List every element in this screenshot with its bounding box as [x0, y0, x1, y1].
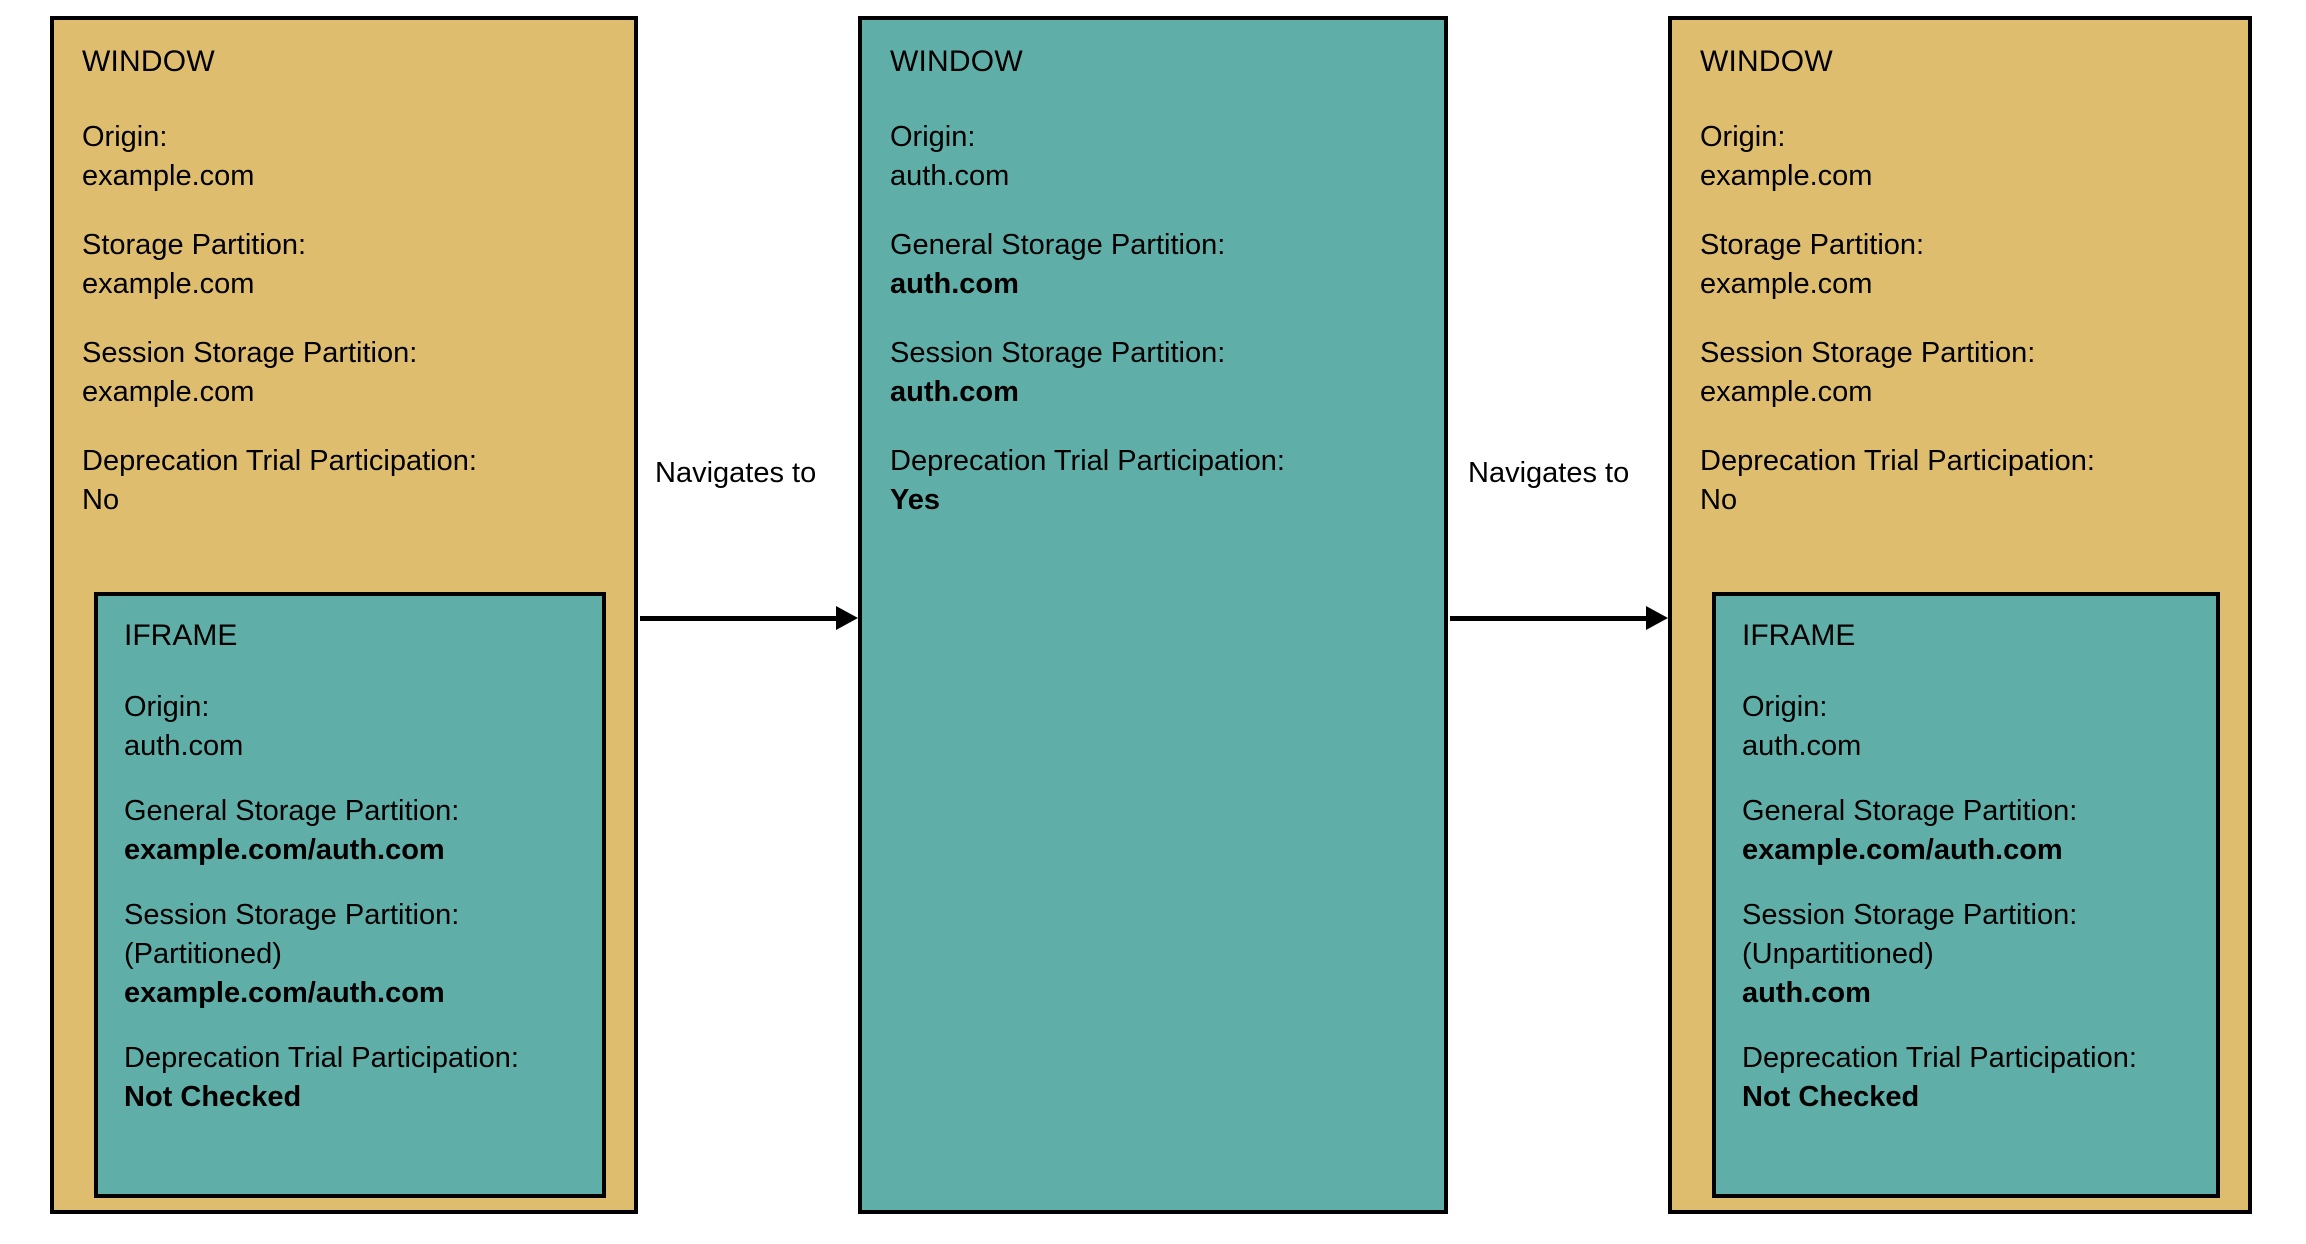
field-sublabel: (Partitioned) [124, 938, 282, 970]
arrow-label-navigates-to-2: Navigates to [1468, 457, 1630, 489]
field-origin: Origin: auth.com [1742, 688, 2206, 766]
field-label: Deprecation Trial Participation: [82, 445, 477, 477]
arrow-shaft [1450, 616, 1648, 621]
field-deprecation-trial-participation: Deprecation Trial Participation: No [1700, 442, 2234, 520]
arrow-panel1-to-panel2 [640, 598, 858, 638]
field-value: example.com [82, 376, 255, 408]
field-label: General Storage Partition: [890, 229, 1226, 261]
iframe-heading-1: IFRAME [124, 619, 238, 652]
field-value: Not Checked [1742, 1081, 1920, 1113]
iframe-fields-3: Origin: auth.com General Storage Partiti… [1742, 688, 2206, 1143]
field-value: example.com/auth.com [124, 834, 445, 866]
field-label: Session Storage Partition: [124, 899, 460, 931]
window-panel-3: WINDOW Origin: example.com Storage Parti… [1668, 16, 2252, 1214]
field-origin: Origin: auth.com [890, 118, 1430, 196]
field-general-storage-partition: General Storage Partition: example.com/a… [1742, 792, 2206, 870]
field-label: Storage Partition: [82, 229, 307, 261]
window-panel-1: WINDOW Origin: example.com Storage Parti… [50, 16, 638, 1214]
field-session-storage-partition: Session Storage Partition: (Partitioned)… [124, 896, 592, 1013]
field-origin: Origin: auth.com [124, 688, 592, 766]
arrow-head-icon [1646, 606, 1668, 630]
field-value: example.com/auth.com [1742, 834, 2063, 866]
field-deprecation-trial-participation: Deprecation Trial Participation: Not Che… [1742, 1039, 2206, 1117]
field-value: Yes [890, 484, 940, 516]
field-label: Session Storage Partition: [890, 337, 1226, 369]
arrow-panel2-to-panel3 [1450, 598, 1668, 638]
field-label: General Storage Partition: [124, 795, 460, 827]
field-general-storage-partition: General Storage Partition: auth.com [890, 226, 1430, 304]
field-label: Origin: [890, 121, 976, 153]
field-session-storage-partition: Session Storage Partition: example.com [1700, 334, 2234, 412]
arrow-shaft [640, 616, 838, 621]
field-label: Deprecation Trial Participation: [124, 1042, 519, 1074]
field-session-storage-partition: Session Storage Partition: auth.com [890, 334, 1430, 412]
field-label: Deprecation Trial Participation: [1742, 1042, 2137, 1074]
field-label: Session Storage Partition: [1700, 337, 2036, 369]
arrow-label-navigates-to-1: Navigates to [655, 457, 817, 489]
field-sublabel: (Unpartitioned) [1742, 938, 1934, 970]
field-deprecation-trial-participation: Deprecation Trial Participation: No [82, 442, 620, 520]
field-value: auth.com [890, 160, 1010, 192]
field-label: Session Storage Partition: [82, 337, 418, 369]
field-storage-partition: Storage Partition: example.com [1700, 226, 2234, 304]
field-value: No [1700, 484, 1738, 516]
field-value: example.com [1700, 160, 1873, 192]
field-label: Storage Partition: [1700, 229, 1925, 261]
field-value: auth.com [890, 268, 1019, 300]
field-value: example.com [82, 268, 255, 300]
field-label: Session Storage Partition: [1742, 899, 2078, 931]
field-general-storage-partition: General Storage Partition: example.com/a… [124, 792, 592, 870]
field-value: example.com [1700, 376, 1873, 408]
window-heading-1: WINDOW [82, 45, 215, 78]
window-heading-3: WINDOW [1700, 45, 1833, 78]
window-heading-2: WINDOW [890, 45, 1023, 78]
field-label: Origin: [124, 691, 210, 723]
field-value: auth.com [1742, 730, 1862, 762]
iframe-box-3: IFRAME Origin: auth.com General Storage … [1712, 592, 2220, 1198]
field-value: example.com/auth.com [124, 977, 445, 1009]
field-session-storage-partition: Session Storage Partition: example.com [82, 334, 620, 412]
field-deprecation-trial-participation: Deprecation Trial Participation: Not Che… [124, 1039, 592, 1117]
window-panel-2: WINDOW Origin: auth.com General Storage … [858, 16, 1448, 1214]
window-fields-1: Origin: example.com Storage Partition: e… [82, 118, 620, 520]
window-fields-3: Origin: example.com Storage Partition: e… [1700, 118, 2234, 520]
field-value: No [82, 484, 120, 516]
field-value: auth.com [124, 730, 244, 762]
field-label: Origin: [82, 121, 168, 153]
field-value: example.com [82, 160, 255, 192]
field-value: Not Checked [124, 1081, 302, 1113]
iframe-fields-1: Origin: auth.com General Storage Partiti… [124, 688, 592, 1143]
field-label: Deprecation Trial Participation: [890, 445, 1285, 477]
field-label: Origin: [1742, 691, 1828, 723]
field-origin: Origin: example.com [82, 118, 620, 196]
arrow-head-icon [836, 606, 858, 630]
window-fields-2: Origin: auth.com General Storage Partiti… [890, 118, 1430, 520]
field-label: Deprecation Trial Participation: [1700, 445, 2095, 477]
field-storage-partition: Storage Partition: example.com [82, 226, 620, 304]
iframe-heading-3: IFRAME [1742, 619, 1856, 652]
field-label: General Storage Partition: [1742, 795, 2078, 827]
field-value: example.com [1700, 268, 1873, 300]
field-label: Origin: [1700, 121, 1786, 153]
iframe-box-1: IFRAME Origin: auth.com General Storage … [94, 592, 606, 1198]
field-origin: Origin: example.com [1700, 118, 2234, 196]
field-session-storage-partition: Session Storage Partition: (Unpartitione… [1742, 896, 2206, 1013]
field-value: auth.com [890, 376, 1019, 408]
field-deprecation-trial-participation: Deprecation Trial Participation: Yes [890, 442, 1430, 520]
field-value: auth.com [1742, 977, 1871, 1009]
